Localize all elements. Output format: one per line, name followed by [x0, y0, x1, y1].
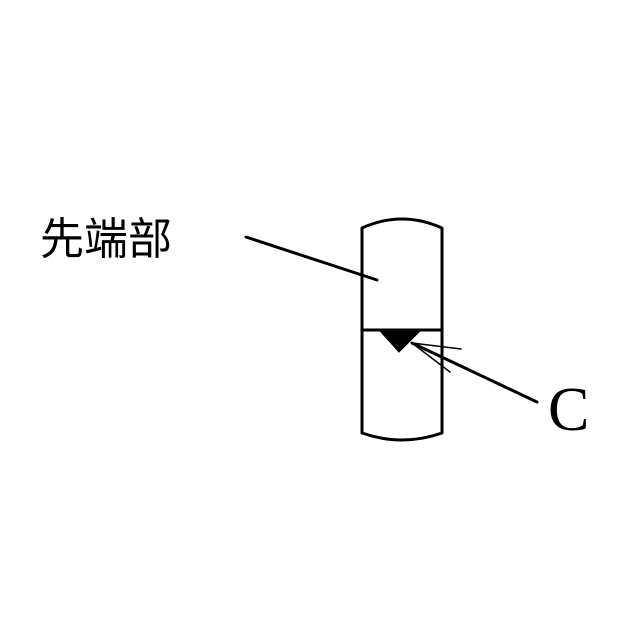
tip-portion-label: 先端部: [40, 214, 172, 265]
marker-c-label: C: [548, 376, 589, 444]
tip-leader-line: [246, 237, 377, 280]
c-leader-line: [412, 343, 537, 402]
notch-triangle: [380, 331, 420, 352]
